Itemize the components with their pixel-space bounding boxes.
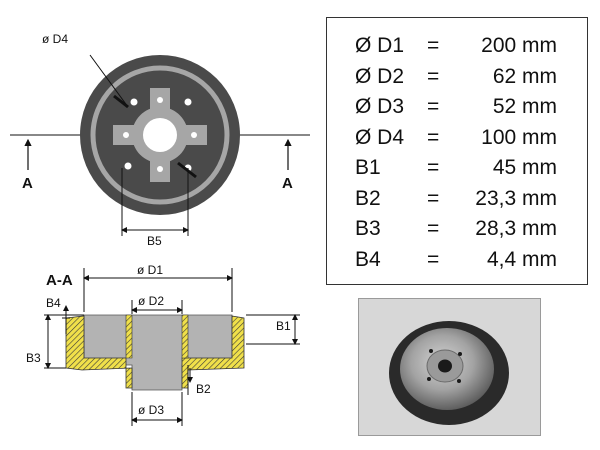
spec-value: 62 mm — [492, 64, 557, 88]
spec-equals: = — [427, 125, 440, 149]
spec-equals: = — [427, 247, 440, 271]
spec-value: 4,4 mm — [486, 247, 557, 271]
d3-label: ø D3 — [138, 403, 164, 417]
spec-equals: = — [427, 217, 440, 240]
spec-value: 200 mm — [481, 34, 557, 57]
b2-label: B2 — [196, 382, 211, 396]
product-photo — [358, 298, 541, 436]
spec-row: B3 = 28,3 mm — [327, 215, 589, 245]
spec-table: Ø D1 = 200 mm Ø D2 = 62 mm Ø D3 = 52 mm Ø D4 = 100 … — [326, 17, 588, 285]
spec-value: 28,3 mm — [475, 217, 557, 240]
section-view: A-A ø D1 ø D2 ø D3 B1 B2 — [26, 263, 300, 426]
b1-label: B1 — [276, 319, 291, 333]
section-mark-left: A — [22, 175, 33, 192]
spec-row: Ø D4 = 100 mm — [327, 124, 589, 154]
d4-leader-arrow-2 — [177, 161, 197, 179]
b4-label: B4 — [46, 296, 61, 310]
spec-equals: = — [427, 34, 440, 57]
d4-leader-arrow — [113, 94, 129, 109]
spec-value: 52 mm — [492, 95, 557, 118]
spec-row: Ø D2 = 62 mm — [327, 63, 589, 93]
spec-label: B3 — [355, 217, 381, 240]
spec-equals: = — [427, 95, 440, 118]
spec-equals: = — [427, 64, 440, 88]
section-mark-right: A — [282, 175, 293, 192]
drum-ring — [90, 65, 230, 205]
section-title: A-A — [46, 272, 73, 289]
d4-leader — [89, 54, 129, 108]
d1-label: ø D1 — [137, 263, 163, 277]
d2-label: ø D2 — [138, 294, 164, 308]
d4-label: ø D4 — [42, 32, 68, 46]
spec-row: B2 = 23,3 mm — [327, 185, 589, 215]
spec-row: B1 = 45 mm — [327, 154, 589, 184]
spec-row: B4 = 4,4 mm — [327, 246, 589, 276]
section-wall-left — [65, 315, 133, 389]
spec-label: Ø D4 — [355, 125, 405, 149]
spec-equals: = — [427, 186, 440, 210]
spec-row: Ø D1 = 200 mm — [327, 32, 589, 62]
spec-label: B4 — [355, 247, 381, 271]
spec-label: Ø D3 — [355, 95, 405, 118]
spec-label: Ø D1 — [355, 34, 405, 57]
section-body — [83, 314, 233, 391]
top-view: ø D4 B5 A A — [10, 32, 310, 248]
spec-label: B2 — [355, 186, 381, 210]
b5-label: B5 — [147, 234, 162, 248]
spec-value: 23,3 mm — [475, 186, 557, 210]
spec-value: 45 mm — [492, 156, 557, 179]
b3-label: B3 — [26, 351, 41, 365]
spec-row: Ø D3 = 52 mm — [327, 93, 589, 123]
spec-label: B1 — [355, 156, 381, 179]
spec-label: Ø D2 — [355, 64, 405, 88]
center-bore — [143, 118, 177, 152]
spec-value: 100 mm — [481, 125, 557, 149]
spec-equals: = — [427, 156, 440, 179]
